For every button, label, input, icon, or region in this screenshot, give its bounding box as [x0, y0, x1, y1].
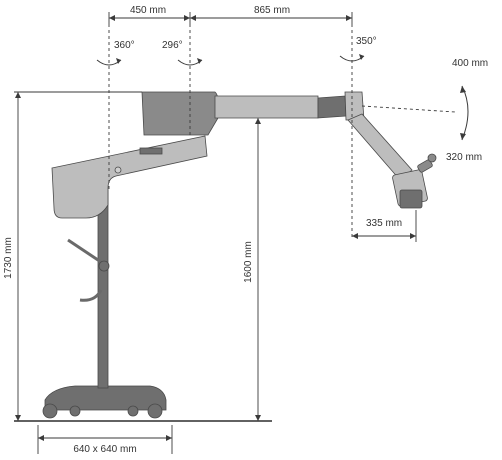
- stand-column: [97, 189, 109, 389]
- label-450mm: 450 mm: [130, 5, 166, 16]
- label-296deg: 296°: [162, 40, 183, 51]
- label-320mm: 320 mm: [446, 152, 482, 163]
- arm-joint: [317, 95, 347, 119]
- microscope-head-arm: [347, 113, 413, 181]
- caster-wheel-right: [147, 403, 163, 419]
- label-1600mm: 1600 mm: [243, 241, 254, 283]
- vertical-travel-arrow: [461, 85, 469, 141]
- upper-arm-housing: [141, 91, 219, 136]
- label-400mm: 400 mm: [452, 58, 488, 69]
- label-360deg: 360°: [114, 40, 135, 51]
- head-horizontal-axis: [361, 105, 456, 113]
- handle-knob: [98, 260, 110, 272]
- microscope-head: [392, 153, 437, 209]
- caster-wheel-mid-left: [69, 405, 81, 417]
- label-865mm: 865 mm: [254, 5, 290, 16]
- lower-carrier-arm: [51, 135, 208, 219]
- arm-label-plate: [139, 147, 163, 155]
- caster-wheel-mid-right: [127, 405, 139, 417]
- stand-handle: [67, 238, 103, 302]
- label-350deg: 350°: [356, 36, 377, 47]
- microscope-stand: [42, 91, 437, 419]
- label-1730mm: 1730 mm: [3, 237, 14, 279]
- arm-knob: [114, 166, 122, 174]
- stand-base: [44, 385, 167, 411]
- horizontal-suspension-arm: [214, 95, 319, 119]
- caster-wheel-left: [42, 403, 58, 419]
- label-335mm: 335 mm: [366, 218, 402, 229]
- label-640x640mm: 640 x 640 mm: [73, 444, 136, 455]
